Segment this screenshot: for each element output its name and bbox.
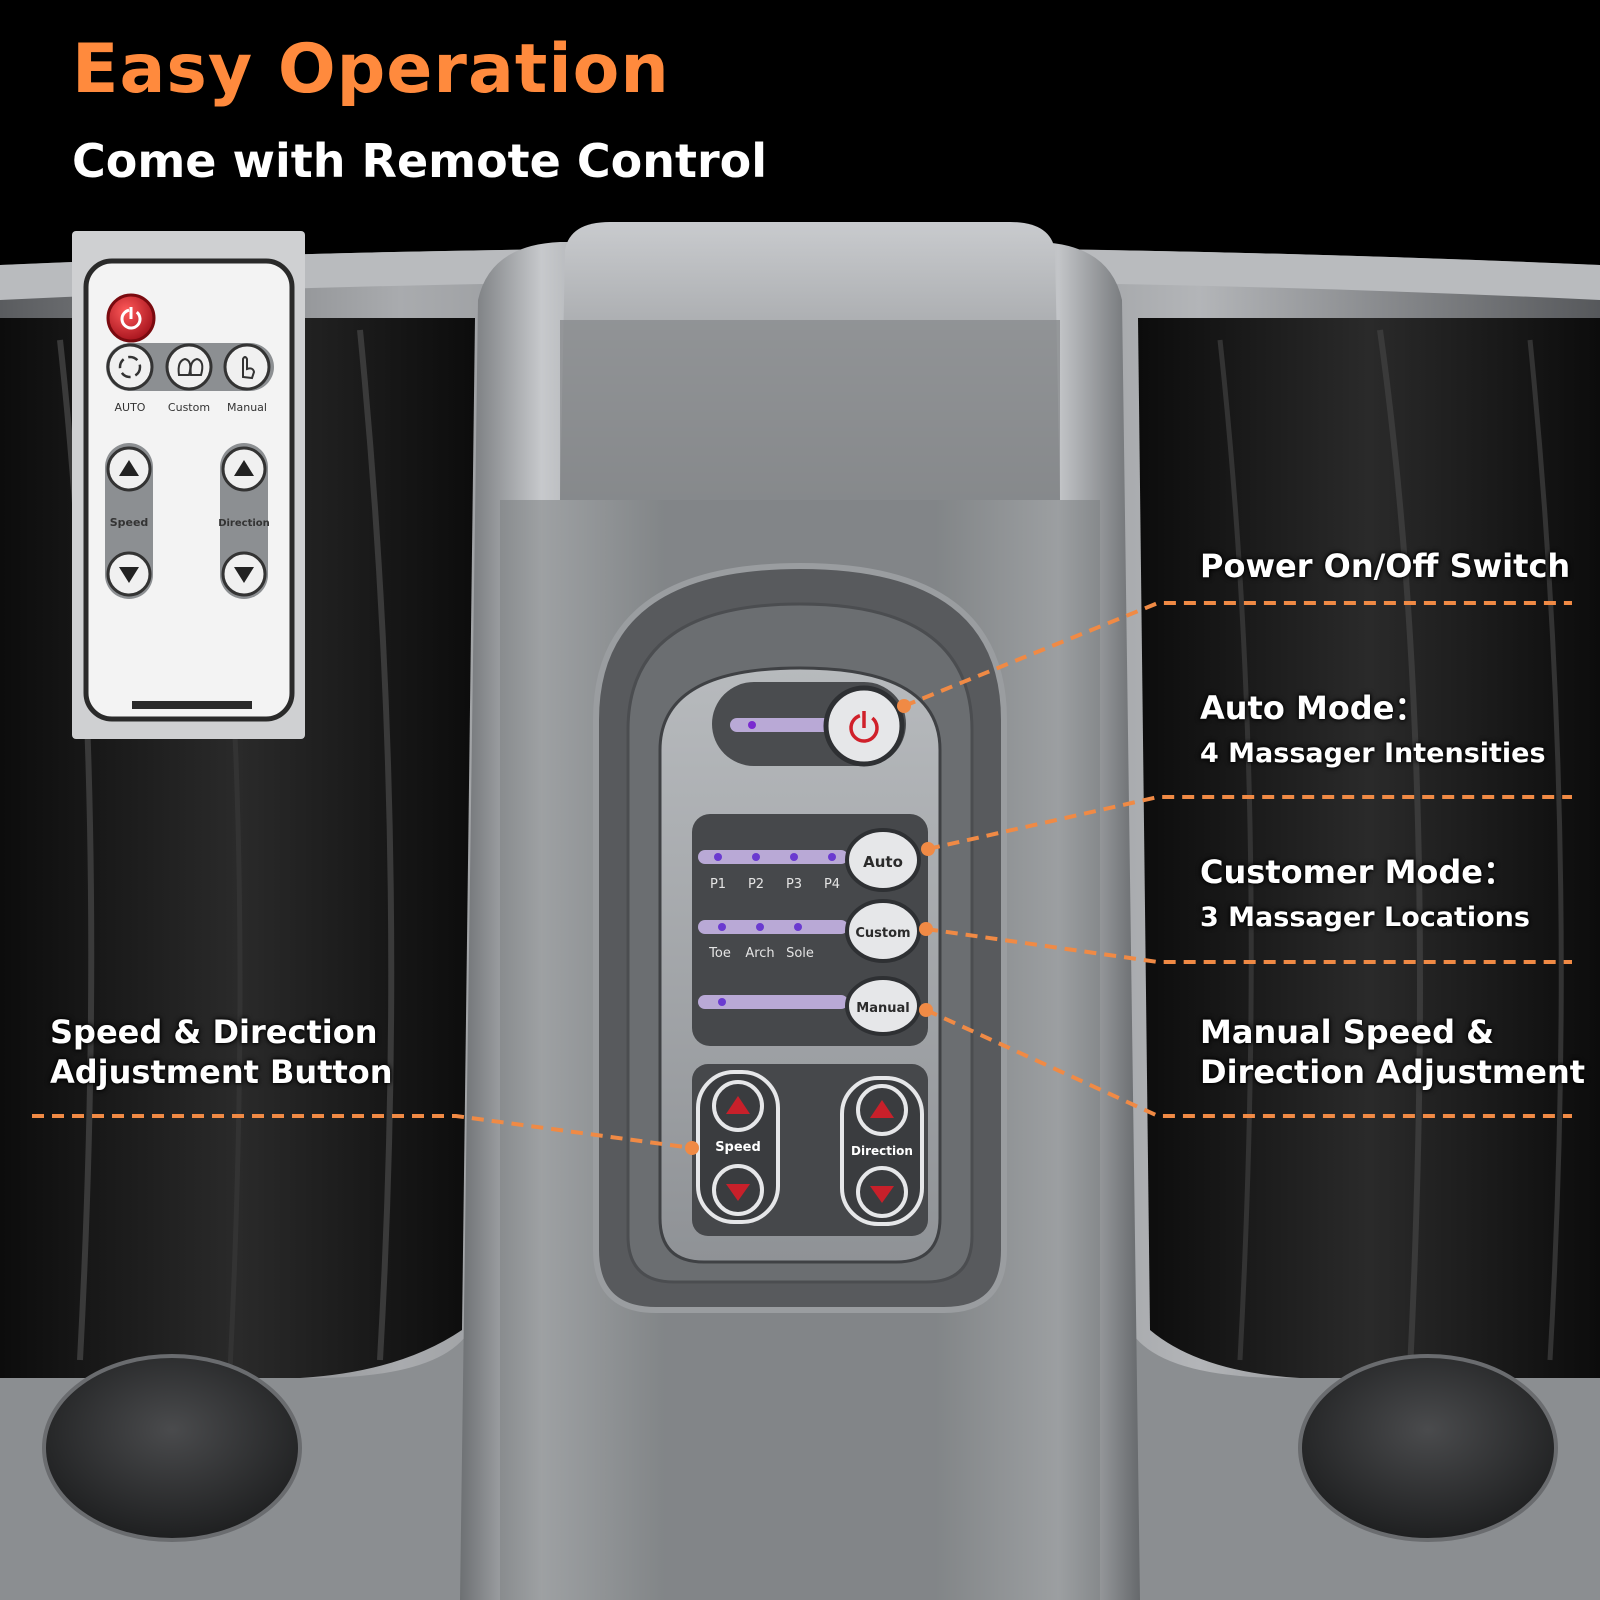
speed-up-icon xyxy=(726,1096,750,1114)
direction-up-icon xyxy=(870,1100,894,1118)
panel-auto-level-1: P1 xyxy=(710,877,726,892)
remote-direction-down-icon xyxy=(234,567,254,583)
panel-auto-level-3: P3 xyxy=(786,877,802,892)
remote-control: AUTO Custom Manual Speed Direction xyxy=(83,258,295,722)
callout-power: Power On/Off Switch xyxy=(1200,546,1570,586)
panel-manual-button[interactable] xyxy=(845,976,921,1036)
callout-auto-title: Auto Mode： xyxy=(1200,689,1427,727)
left-foot-pad xyxy=(42,1354,302,1542)
remote-auto-label: AUTO xyxy=(115,401,146,414)
remote-control-inset: AUTO Custom Manual Speed Direction xyxy=(72,231,305,739)
panel-location-sole: Sole xyxy=(786,946,814,961)
manual-hand-icon xyxy=(242,356,256,380)
callout-manual-line-2: Direction Adjustment xyxy=(1200,1053,1586,1091)
auto-cycle-icon xyxy=(118,355,142,379)
remote-direction-up-icon xyxy=(234,460,254,476)
remote-direction-label: Direction xyxy=(218,518,270,529)
callout-speed-direction-line-1: Speed & Direction xyxy=(50,1013,378,1051)
remote-speed-up-icon xyxy=(119,460,139,476)
callout-manual: Manual Speed & Direction Adjustment xyxy=(1200,1012,1585,1092)
callout-auto-desc: 4 Massager Intensities xyxy=(1200,738,1546,769)
speed-down-icon xyxy=(726,1184,750,1201)
control-panel: Auto P1 P2 P3 P4 Custom Toe Arch Sole Ma… xyxy=(658,666,942,1264)
remote-custom-label: Custom xyxy=(168,401,210,414)
right-foot-pad xyxy=(1298,1354,1558,1542)
remote-speed-down-icon xyxy=(119,567,139,583)
panel-custom-button[interactable] xyxy=(845,899,921,963)
remote-speed-label: Speed xyxy=(110,516,149,529)
power-icon xyxy=(849,713,879,743)
right-foot-well xyxy=(1138,318,1600,1378)
leader-dots xyxy=(685,699,935,1155)
remote-power-icon xyxy=(120,308,142,330)
panel-location-toe: Toe xyxy=(708,946,731,961)
panel-manual-label: Manual xyxy=(856,1001,909,1016)
callout-manual-line-1: Manual Speed & xyxy=(1200,1013,1495,1051)
panel-auto-level-2: P2 xyxy=(748,877,764,892)
callout-customer-desc: 3 Massager Locations xyxy=(1200,902,1530,933)
custom-feet-icon xyxy=(177,357,204,376)
remote-auto-button[interactable] xyxy=(106,343,154,391)
panel-auto-level-4: P4 xyxy=(824,877,840,892)
page-subtitle: Come with Remote Control xyxy=(72,134,768,188)
panel-location-arch: Arch xyxy=(745,946,774,961)
page-title: Easy Operation xyxy=(72,30,670,109)
direction-down-icon xyxy=(870,1186,894,1203)
panel-auto-label: Auto xyxy=(863,853,903,871)
callout-power-title: Power On/Off Switch xyxy=(1200,547,1571,585)
callout-auto-mode: Auto Mode： 4 Massager Intensities xyxy=(1200,688,1546,772)
leader-lines xyxy=(32,601,1572,1150)
callout-speed-direction-line-2: Adjustment Button xyxy=(50,1053,393,1091)
remote-manual-label: Manual xyxy=(227,401,267,414)
callout-customer-mode: Customer Mode： 3 Massager Locations xyxy=(1200,852,1530,936)
panel-direction-label: Direction xyxy=(851,1144,913,1158)
remote-custom-button[interactable] xyxy=(165,343,213,391)
panel-custom-label: Custom xyxy=(855,926,910,941)
panel-auto-button[interactable] xyxy=(845,828,921,892)
callout-customer-title: Customer Mode： xyxy=(1200,853,1516,891)
panel-speed-label: Speed xyxy=(715,1140,761,1155)
callout-speed-direction: Speed & Direction Adjustment Button xyxy=(50,1012,393,1092)
